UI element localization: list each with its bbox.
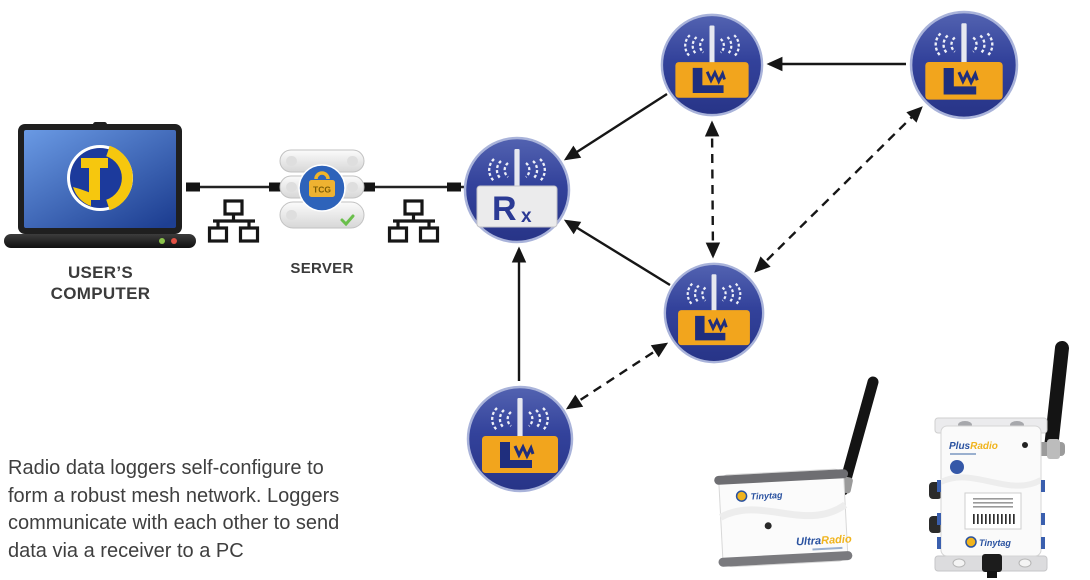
server-status-check-icon xyxy=(340,214,355,227)
description-line: Radio data loggers self-configure to xyxy=(8,457,324,479)
description-line: data via a receiver to a PC xyxy=(8,539,244,562)
plus-spec-label xyxy=(964,492,1022,530)
tinytag-logo xyxy=(67,145,133,211)
plus-product-name: PlusRadio xyxy=(949,441,998,452)
cable-connector xyxy=(447,182,461,192)
plus-cable-gland xyxy=(982,554,1002,572)
tinytag-logo-small: Tinytag xyxy=(735,490,783,502)
ultra-product-name: UltraRadio xyxy=(796,533,852,548)
cable-connector xyxy=(186,182,200,192)
ultra-radio-product-photo: Tinytag UltraRadio xyxy=(683,372,888,580)
svg-text:Tinytag: Tinytag xyxy=(750,490,783,502)
description-line: form a robust mesh network. Loggers xyxy=(8,484,340,507)
server-badge: TCG xyxy=(298,164,346,212)
users-computer-illustration xyxy=(4,121,196,261)
barcode xyxy=(971,514,1015,524)
cable-connector xyxy=(361,182,375,192)
description-text: Radio data loggers self-configure to for… xyxy=(8,455,428,565)
server-badge-text: TCG xyxy=(313,185,331,195)
plus-radio-product-photo: PlusRadio Tinytag xyxy=(913,330,1088,580)
plus-led xyxy=(1022,442,1028,448)
edge-logger-middle-to-logger-topright xyxy=(754,106,923,273)
receiver-label-sub: x xyxy=(521,206,532,227)
edge-logger-top-to-receiver xyxy=(563,92,668,161)
edge-logger-middle-to-receiver xyxy=(563,219,671,287)
plus-side-marks xyxy=(937,480,1045,549)
ultra-body: Tinytag UltraRadio xyxy=(714,468,853,568)
ethernet-switch-icon-left xyxy=(206,199,261,249)
ethernet-switch-icon-right xyxy=(386,199,441,249)
node-receiver: R x xyxy=(462,135,572,245)
users-computer-label: USER’S COMPUTER xyxy=(50,263,151,303)
node-logger-bottom xyxy=(465,384,575,494)
receiver-label-main: R xyxy=(492,190,517,228)
server-illustration: TCG xyxy=(276,146,368,247)
description-line: communicate with each other to send xyxy=(8,512,340,534)
laptop-base xyxy=(4,234,196,248)
server-label: SERVER xyxy=(290,260,354,277)
edge-logger-top-to-logger-middle xyxy=(704,120,721,259)
ultra-led xyxy=(764,522,772,530)
ultra-antenna xyxy=(837,376,879,496)
cable-connector xyxy=(269,182,283,192)
node-logger-topright xyxy=(908,9,1020,121)
plus-antenna xyxy=(1044,341,1069,455)
node-logger-top xyxy=(659,12,765,118)
svg-text:Tinytag: Tinytag xyxy=(979,538,1011,548)
plus-body: PlusRadio Tinytag xyxy=(929,417,1048,578)
edge-logger-middle-to-logger-bottom xyxy=(565,342,669,410)
node-logger-middle xyxy=(662,261,766,365)
tinytag-logo-small: Tinytag xyxy=(965,536,1011,548)
